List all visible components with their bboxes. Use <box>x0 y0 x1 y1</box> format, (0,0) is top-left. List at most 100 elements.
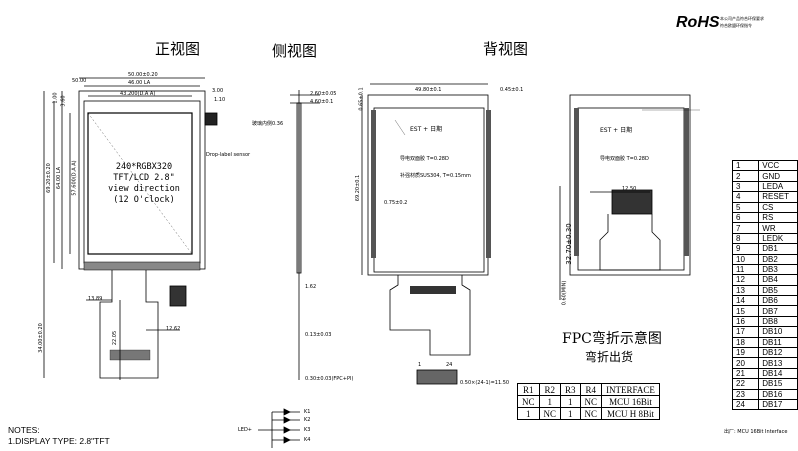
notes: NOTES: 1.DISPLAY TYPE: 2.8"TFT <box>8 425 110 447</box>
pin-signal: WR <box>758 222 798 234</box>
back-tape1: 导电双面胶 T=0.28D <box>400 156 449 162</box>
iface-header-r4: R4 <box>579 383 603 396</box>
back-view-title: 背视图 <box>483 40 529 58</box>
iface-header-r1: R1 <box>517 383 540 396</box>
iface-header-r2: R2 <box>538 383 562 396</box>
pin-signal: DB7 <box>758 305 798 317</box>
iface-cell: MCU 16Bit <box>601 395 660 408</box>
dim-outline-h: 69.20±0.20 <box>45 163 52 193</box>
led-k1-label: K1 <box>304 409 311 415</box>
dim-va-h: 64.00 LA <box>56 166 63 190</box>
lcd-line-3: view direction <box>108 184 180 194</box>
iface-header-r3: R3 <box>560 383 581 396</box>
dim-side-t4: 0.13±0.03 <box>305 332 332 338</box>
pin-number: 5 <box>731 201 760 213</box>
pin-number: 22 <box>731 378 760 390</box>
dim-fpc-b: 12.62 <box>166 326 181 332</box>
rohs-logo: RoHS <box>676 14 720 31</box>
dim-back-margin: 0.45±0.1 <box>500 87 524 93</box>
fpc-tape: 导电双面胶 T=0.28D <box>600 156 649 162</box>
dim-aa-h: 57.600(D.A A) <box>71 160 78 196</box>
iface-cell: NC <box>579 407 603 420</box>
back-side-h: 69.20±0.1 <box>355 174 362 202</box>
iface-cell: 1 <box>560 395 581 408</box>
side-view-title: 侧视图 <box>272 42 318 60</box>
dim-fpc-total: 34.00±0.20 <box>37 323 44 353</box>
pin-footnote: 出厂: MCU 16Bit Interface <box>724 429 788 435</box>
fpc-dim-w: 12.50 <box>622 186 637 192</box>
interface-header-row: R1 R2 R3 R4 INTERFACE <box>517 383 660 396</box>
fpc-bend-connector <box>611 189 653 215</box>
pin-signal: DB1 <box>758 243 798 255</box>
dim-side-t3: 1.62 <box>305 284 317 290</box>
notes-heading: NOTES: <box>8 425 40 435</box>
fpc-est: EST + 日期 <box>600 127 633 134</box>
front-fpc-connector <box>169 285 187 307</box>
dim-left-w: 50.00 <box>72 78 87 84</box>
pin-number: 3 <box>731 180 760 193</box>
notes-line-1: 1.DISPLAY TYPE: 2.8"TFT <box>8 436 110 446</box>
dim-side-note: 玻璃内侧0.36 <box>252 121 284 127</box>
fpc-bend-subtitle: 弯折出货 <box>585 350 634 364</box>
dim-right-b: 1.10 <box>214 97 226 103</box>
fpc-bend-outline <box>569 94 691 276</box>
pin-signal: DB5 <box>758 284 798 297</box>
led-plus-label: LED+ <box>238 427 252 433</box>
pin-number: 1 <box>731 159 760 172</box>
pin-signal: DB3 <box>758 263 798 276</box>
pin-signal: DB4 <box>758 274 798 286</box>
pin-number: 16 <box>731 315 760 328</box>
front-bottom-band <box>83 261 201 271</box>
pin-number: 13 <box>731 284 760 297</box>
pin-signal: DB12 <box>758 347 798 359</box>
fpc-dim-small: 0.60(MIN) <box>561 280 568 306</box>
pin-number: 23 <box>731 388 760 401</box>
dim-drop-sensor: Drop-label sensor <box>206 152 251 158</box>
back-outline <box>367 94 489 276</box>
pin-signal: DB16 <box>758 388 798 401</box>
dim-side-t1: 2.60±0.05 <box>310 91 337 97</box>
pin-number: 19 <box>731 347 760 359</box>
fpc-bend-title: FPC弯折示意图 <box>562 331 662 347</box>
rohs-note-2: 符合欧盟环保指令 <box>720 23 752 28</box>
pin-signal: DB17 <box>758 398 798 411</box>
back-side-margin: 0.65±0.1 <box>358 87 365 111</box>
back-est: EST + 日期 <box>410 126 443 133</box>
pin-number: 24 <box>731 398 760 411</box>
pin-number: 14 <box>731 295 760 307</box>
dim-side-t5: 0.30±0.03(FPC+PI) <box>305 376 354 382</box>
pin-signal: DB10 <box>758 326 798 338</box>
iface-cell: NC <box>538 407 562 420</box>
pin-signal: DB11 <box>758 336 798 349</box>
rohs-note-1: 本公司产品符合环保要求 <box>720 16 764 21</box>
dim-aa-w: 43.200(D.A A) <box>120 91 156 97</box>
pin-signal: DB6 <box>758 295 798 307</box>
dim-right-a: 3.00 <box>212 88 224 94</box>
pin-signal: GND <box>758 170 798 182</box>
dim-top-margin: 1.00 <box>52 92 59 104</box>
pin-signal: RS <box>758 211 798 224</box>
iface-cell: 1 <box>517 407 540 420</box>
dim-va-w: 46.00 LA <box>128 80 151 86</box>
pin-number: 4 <box>731 191 760 203</box>
dim-fpc-a: 13.89 <box>88 296 103 302</box>
pin-signal: CS <box>758 201 798 213</box>
